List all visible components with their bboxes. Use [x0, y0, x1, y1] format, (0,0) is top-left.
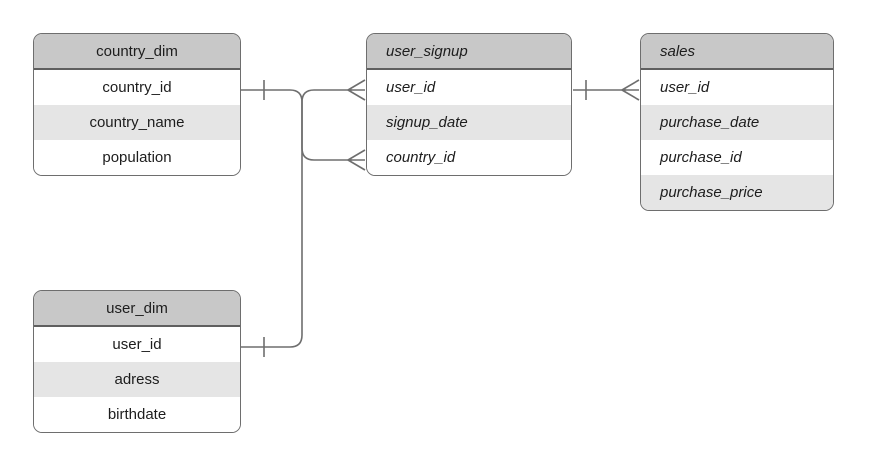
entity-field-user_signup-user_id[interactable]: user_id [367, 70, 571, 105]
entity-field-user_dim-adress[interactable]: adress [34, 362, 240, 397]
entity-field-country_dim-population[interactable]: population [34, 140, 240, 175]
entity-title-user_dim: user_dim [34, 291, 240, 327]
entity-field-sales-purchase_date[interactable]: purchase_date [641, 105, 833, 140]
entity-field-sales-user_id[interactable]: user_id [641, 70, 833, 105]
entity-title-country_dim: country_dim [34, 34, 240, 70]
entity-title-sales: sales [641, 34, 833, 70]
entity-field-sales-purchase_price[interactable]: purchase_price [641, 175, 833, 210]
entity-field-user_dim-user_id[interactable]: user_id [34, 327, 240, 362]
cardinality-many-user-signup-country-id [347, 149, 366, 171]
connector-country-dim-to-user-signup [241, 89, 352, 161]
entity-field-country_dim-country_name[interactable]: country_name [34, 105, 240, 140]
cardinality-many-user-signup-user-id [347, 79, 366, 101]
entity-field-user_signup-signup_date[interactable]: signup_date [367, 105, 571, 140]
entity-field-user_signup-country_id[interactable]: country_id [367, 140, 571, 175]
entity-title-user_signup: user_signup [367, 34, 571, 70]
entity-field-user_dim-birthdate[interactable]: birthdate [34, 397, 240, 432]
entity-field-country_dim-country_id[interactable]: country_id [34, 70, 240, 105]
connector-user-dim-to-user-signup [241, 89, 352, 348]
entity-field-sales-purchase_id[interactable]: purchase_id [641, 140, 833, 175]
cardinality-many-sales-user-id [621, 79, 640, 101]
